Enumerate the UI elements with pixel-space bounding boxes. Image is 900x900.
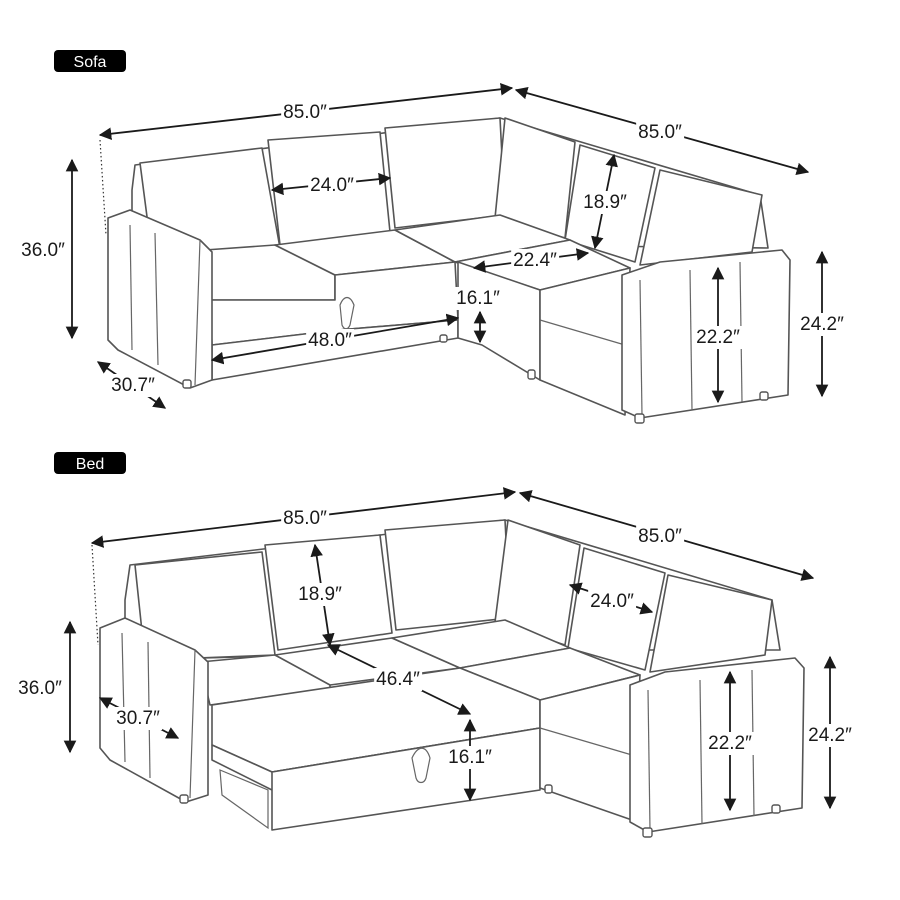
label-backdrop [16, 677, 65, 700]
bed-back-cushion-width-label: 24.0″ [590, 591, 634, 612]
sofa-arm-inner-height-label: 22.2″ [696, 327, 740, 348]
label-backdrop [588, 590, 637, 613]
sofa-section: Sofa [19, 50, 847, 424]
sofa-back-cushion-width-label: 24.0″ [310, 175, 354, 196]
label-backdrop [694, 326, 743, 349]
label-backdrop [636, 121, 685, 144]
label-backdrop [306, 329, 355, 352]
label-backdrop [446, 746, 495, 769]
bed-tag: Bed [54, 452, 126, 474]
bed-top-width-right-label: 85.0″ [638, 526, 682, 547]
label-backdrop [454, 287, 503, 310]
bed-top-width-left-label: 85.0″ [283, 508, 327, 529]
sofa-seat-width-label: 48.0″ [308, 330, 352, 351]
label-backdrop [806, 724, 855, 747]
bed-back-cushion-height-label: 18.9″ [298, 584, 342, 605]
sofa-top-width-right-label: 85.0″ [638, 122, 682, 143]
bed-height-label: 16.1″ [448, 747, 492, 768]
label-backdrop [281, 507, 330, 530]
label-backdrop [109, 374, 158, 397]
bed-armrest-width-label: 30.7″ [116, 708, 160, 729]
bed-total-height-label: 36.0″ [18, 678, 62, 699]
sofa-total-height-label: 36.0″ [21, 240, 65, 261]
label-backdrop [296, 583, 345, 606]
bed-arm-inner-height-label: 22.2″ [708, 733, 752, 754]
label-backdrop [636, 525, 685, 548]
sofa-top-width-left-label: 85.0″ [283, 102, 327, 123]
sofa-armrest-width-label: 30.7″ [111, 375, 155, 396]
label-backdrop [798, 313, 847, 336]
sofa-seat-height-label: 16.1″ [456, 288, 500, 309]
label-backdrop [114, 707, 163, 730]
sofa-drawing [107, 117, 791, 424]
sofa-arm-height-label: 24.2″ [800, 314, 844, 335]
sofa-tag-label: Sofa [74, 54, 107, 71]
sofa-corner-depth-label: 22.4″ [513, 250, 557, 271]
label-backdrop [308, 174, 357, 197]
label-backdrop [706, 732, 755, 755]
bed-length-label: 46.4″ [376, 669, 420, 690]
label-backdrop [511, 249, 560, 272]
bed-arm-height-label: 24.2″ [808, 725, 852, 746]
sofa-back-cushion-height-label: 18.9″ [583, 192, 627, 213]
bed-section: Bed [16, 452, 855, 838]
label-backdrop [19, 239, 68, 262]
sofa-tag: Sofa [54, 50, 126, 72]
bed-tag-label: Bed [76, 456, 104, 473]
bed-dimension-labels: 85.0″ 85.0″ 18.9″ 24.0″ 46.4″ 16.1″ 36.0… [16, 507, 855, 769]
bed-drawing [99, 519, 805, 838]
label-backdrop [581, 191, 630, 214]
sofa-dimension-labels: 85.0″ 85.0″ 24.0″ 18.9″ 22.4″ 16.1″ 48.0… [19, 101, 847, 397]
label-backdrop [281, 101, 330, 124]
label-backdrop [374, 668, 423, 691]
